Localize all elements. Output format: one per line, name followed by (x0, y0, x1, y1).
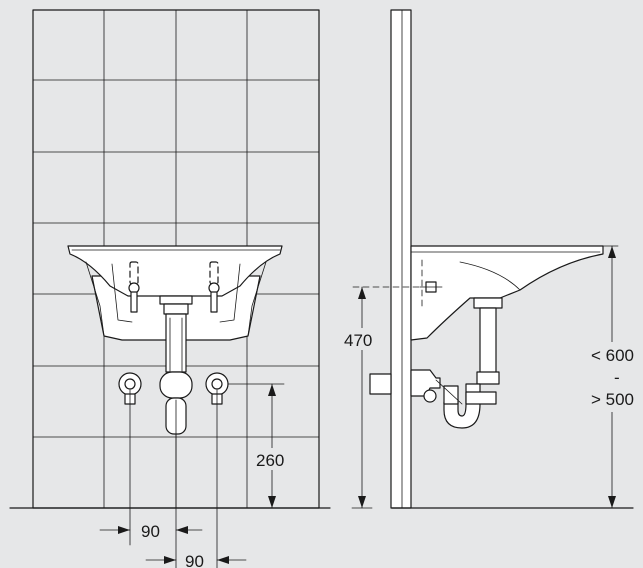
side-view: 470 < 600 - > 500 (343, 9, 643, 509)
dim-tap-spacing-left (99, 389, 203, 568)
waste-trap-side (443, 307, 500, 429)
dim-rim-height (590, 245, 643, 509)
dim-rim-height-min-label: > 500 (591, 390, 634, 409)
dim-tap-height (227, 383, 290, 509)
dim-rim-height-max-label: < 600 (591, 346, 634, 365)
dim-tap-spacing-left-label: 90 (141, 522, 160, 541)
front-view: 260 90 90 (9, 9, 331, 568)
wall-section (390, 9, 412, 509)
dim-tap-spacing-right (145, 389, 247, 568)
dim-rim-height-separator: - (614, 368, 620, 387)
tap-bolts (128, 261, 220, 313)
dim-tap-spacing-right-label: 90 (185, 552, 204, 568)
dim-tap-height-label: 260 (256, 451, 284, 470)
basin-side (410, 245, 604, 341)
wall-fixing (419, 259, 443, 311)
angle-valve-side (410, 369, 463, 405)
supply-stub (369, 373, 392, 395)
dim-basin-height (343, 286, 421, 509)
dim-basin-height-label: 470 (344, 331, 372, 350)
